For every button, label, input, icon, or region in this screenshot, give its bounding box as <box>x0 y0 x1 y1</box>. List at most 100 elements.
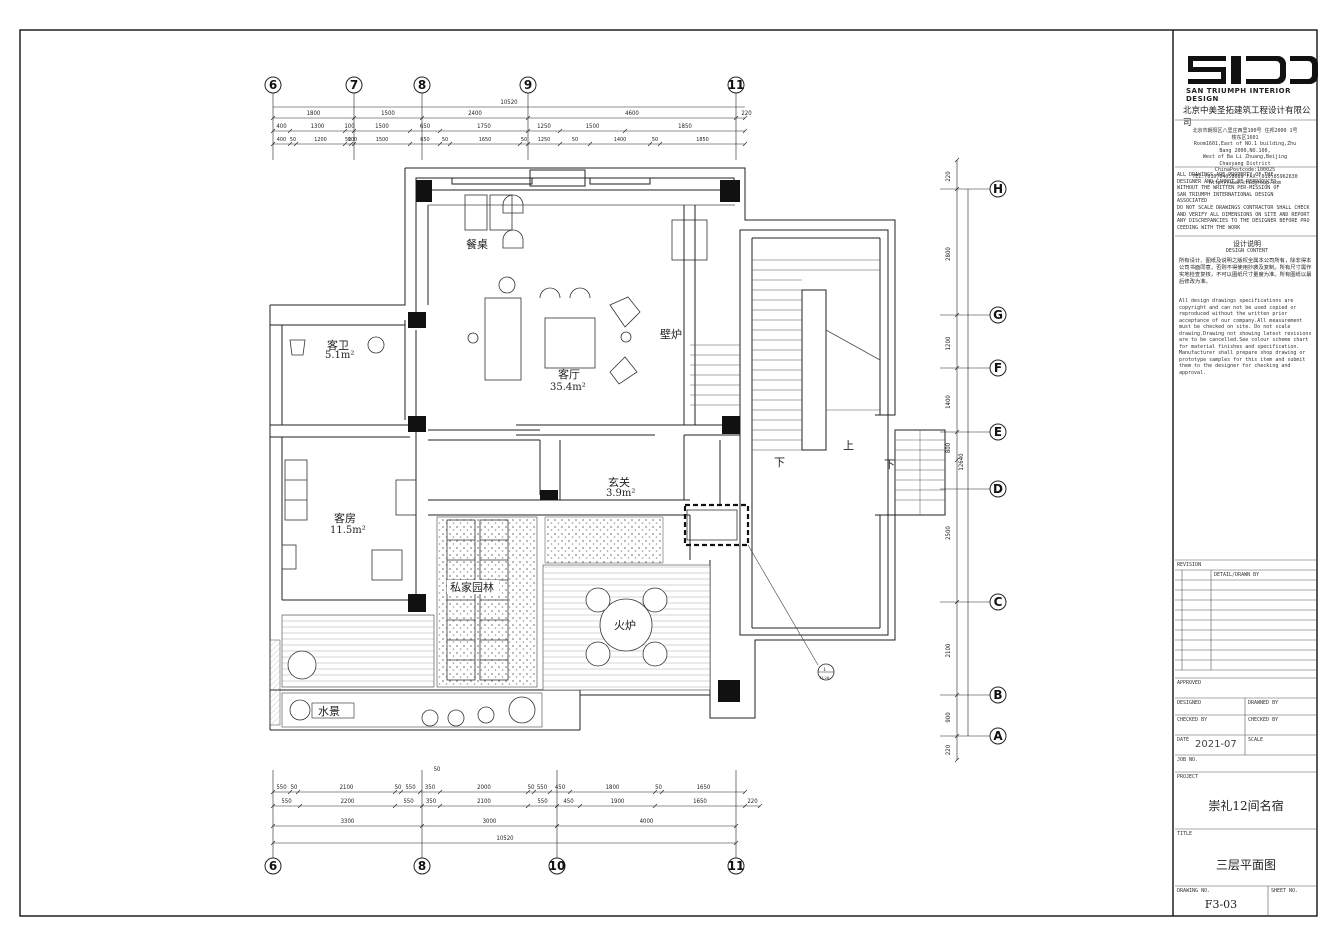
designed-label: DESIGNED <box>1177 700 1202 706</box>
stair-down-label: 下 <box>774 456 785 469</box>
dim-top-r3-0: 400 <box>277 137 286 143</box>
design-content-title: 设计说明 <box>1233 240 1261 248</box>
axis-top-9-circle <box>519 76 537 94</box>
room-label-guest: 客房 <box>334 511 356 525</box>
dim-top-r1-0: 1800 <box>307 110 321 117</box>
room-label-bath: 客卫 <box>327 338 349 352</box>
dim-bottom-r1-10: 1800 <box>606 784 620 791</box>
axis-bottom-8: 8 <box>418 859 426 873</box>
dim-bottom-r1-1: 50 <box>291 784 298 791</box>
axis-right-A-circle <box>989 727 1007 745</box>
dim-bottom-r2-3: 350 <box>426 798 437 805</box>
axis-bottom-6-circle <box>264 857 282 875</box>
axis-right-C-circle <box>989 593 1007 611</box>
date-value: 2021-07 <box>1195 739 1237 750</box>
dim-top-r3-13: 50 <box>652 137 658 143</box>
room-label-living: 客厅 <box>558 367 580 381</box>
dim-top-r2-7: 1500 <box>586 123 600 130</box>
dim-top-r3-14: 1850 <box>696 137 709 143</box>
dim-top-r3-3: 50 <box>345 137 351 143</box>
room-label-dining: 餐桌 <box>466 237 488 251</box>
axis-right-G-circle <box>989 306 1007 324</box>
dim-top-r3-8: 1650 <box>479 137 492 143</box>
dim-top-r2-4: 650 <box>420 123 431 130</box>
stair-up-label: 上 <box>843 439 854 452</box>
detail-drawn-label: DETAIL/DRAWN BY <box>1214 572 1260 578</box>
entry-steps-down-label: 下 <box>884 458 895 471</box>
company-name: 北京中美圣拓建筑工程设计有限公司 <box>1183 106 1311 128</box>
axis-top-11-circle <box>727 76 745 94</box>
dim-bottom-r1-4: 550 <box>405 784 416 791</box>
dim-right-5: 2500 <box>945 526 952 540</box>
drawing-no-label: DRAWING NO. <box>1177 888 1211 894</box>
dim-bottom-r2-4: 2100 <box>477 798 491 805</box>
room-label-foyer: 玄关 <box>608 475 630 489</box>
dim-top-r2-6: 1250 <box>537 123 551 130</box>
dim-right-3: 1400 <box>945 395 952 409</box>
dim-bottom-r2-0: 550 <box>281 798 292 805</box>
scale-notice: DO NOT SCALE DRAWINGS CONTRACTOR SHALL C… <box>1177 205 1310 231</box>
axis-top-9: 9 <box>524 78 532 92</box>
axis-top-7: 7 <box>350 78 358 92</box>
axis-right-D-circle <box>989 480 1007 498</box>
room-area-guest: 11.5m² <box>330 525 366 536</box>
dim-top-r3-7: 50 <box>442 137 448 143</box>
room-label-garden: 私家园林 <box>450 580 494 594</box>
axis-bottom-6: 6 <box>269 859 277 873</box>
dim-bottom-r2-1: 2200 <box>341 798 355 805</box>
room-area-bath: 5.1m² <box>325 350 354 361</box>
title-label: TITLE <box>1177 831 1193 837</box>
dim-right-8: 220 <box>945 744 952 755</box>
dim-bottom-r1-0: 550 <box>276 784 287 791</box>
planting-bed <box>544 516 664 564</box>
axis-top-8: 8 <box>418 78 426 92</box>
dim-top-r3-12: 1400 <box>614 137 627 143</box>
room-label-water: 水景 <box>318 705 340 718</box>
dim-top-r2-0: 400 <box>276 123 287 130</box>
axis-top-6: 6 <box>269 78 277 92</box>
dim-right-0: 220 <box>945 171 952 182</box>
design-content-cn: 所有设计、图纸及说明之版权全属本公司所有，除非得本公司书面同意，否则不得使用抄袭… <box>1179 258 1312 285</box>
dim-top-r2-3: 1500 <box>375 123 389 130</box>
sheet-no-label: SHEET NO. <box>1271 888 1299 894</box>
axis-bottom-10: 10 <box>549 859 566 873</box>
dim-top-r3-1: 50 <box>290 137 296 143</box>
job-no-label: JOB NO. <box>1177 757 1199 763</box>
axis-right-C: C <box>994 595 1003 609</box>
dim-bottom-r1-7: 50 <box>528 784 535 791</box>
dim-bottom-r1-5: 350 <box>425 784 436 791</box>
dim-top-r2-8: 1850 <box>678 123 692 130</box>
axis-bottom-11-circle <box>727 857 745 875</box>
dim-top-r1-4: 220 <box>741 110 752 117</box>
dim-right-4: 800 <box>945 442 952 453</box>
checked-by-label-2: CHECKED BY <box>1248 717 1279 723</box>
axis-bottom-8-circle <box>413 857 431 875</box>
approved-label: APPROVED <box>1177 680 1202 686</box>
dim-bottom-r2-8: 1650 <box>693 798 707 805</box>
axis-right-E: E <box>994 425 1002 439</box>
dim-top-r3-5: 1500 <box>376 137 389 143</box>
room-area-foyer: 3.9m² <box>606 488 635 499</box>
dim-top-r3-9: 50 <box>521 137 527 143</box>
axis-top-7-circle <box>345 76 363 94</box>
project-label: PROJECT <box>1177 774 1199 780</box>
dim-top-r3-4: 100 <box>348 137 357 143</box>
dim-bottom-r3-2: 4000 <box>640 818 654 825</box>
dim-bottom-r1-9: 450 <box>555 784 566 791</box>
room-area-living: 35.4m² <box>550 382 586 393</box>
dim-bottom-r2-9: 220 <box>747 798 758 805</box>
garden-pebble-area <box>436 516 538 688</box>
dim-top-r3-6: 650 <box>420 137 429 143</box>
logo-text: SAN TRIUMPH INTERIOR DESIGN <box>1186 87 1291 103</box>
dim-bottom-r2-2: 550 <box>403 798 414 805</box>
company-address: 北京市朝阳区八里庄西里100号 住邦2000 1号楼东区1601 Room160… <box>1192 128 1298 186</box>
dim-top-r1-1: 1500 <box>381 110 395 117</box>
dim-bottom-note: 50 <box>434 766 441 773</box>
axis-top-6-circle <box>264 76 282 94</box>
dim-bottom-r1-11: 50 <box>655 784 662 791</box>
dim-bottom-r1-2: 2100 <box>340 784 354 791</box>
drawing-no-value: F3-03 <box>1204 898 1238 911</box>
dim-top-r1-2: 2400 <box>468 110 482 117</box>
title-block-grid <box>1175 119 1317 916</box>
